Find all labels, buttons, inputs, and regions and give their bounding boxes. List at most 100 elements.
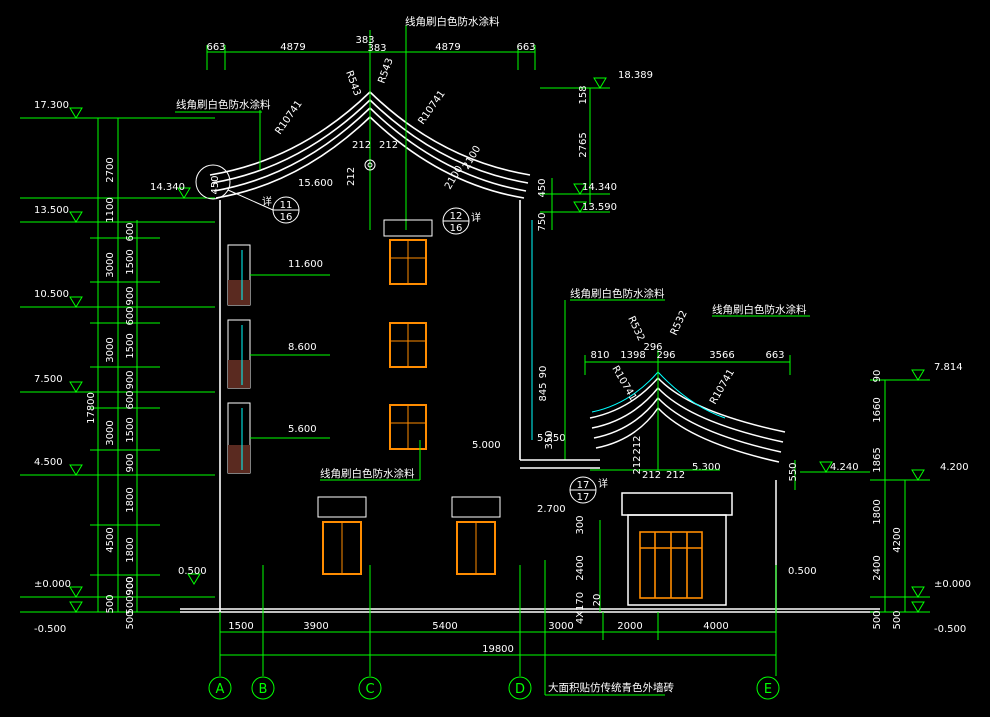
- svg-text:900: 900: [125, 286, 136, 305]
- svg-text:500: 500: [892, 610, 903, 629]
- bottom-total: 19800: [482, 644, 514, 655]
- svg-text:90: 90: [872, 370, 883, 383]
- svg-text:500: 500: [125, 595, 136, 614]
- level-7814: 7.814: [934, 362, 963, 373]
- svg-text:20: 20: [592, 594, 603, 607]
- level-17300: 17.300: [34, 100, 69, 111]
- svg-text:296: 296: [656, 350, 675, 361]
- level-2700: 2.700: [537, 504, 566, 515]
- svg-text:212: 212: [352, 140, 371, 151]
- svg-text:450: 450: [210, 175, 221, 194]
- axis-bubbles: [208, 676, 780, 700]
- svg-text:663: 663: [516, 42, 535, 53]
- level-5000: 5.000: [472, 440, 501, 451]
- annex-door: [639, 531, 703, 599]
- bottom-dim-lines: [219, 565, 777, 676]
- level-13500: 13.500: [34, 205, 69, 216]
- svg-text:1800: 1800: [125, 537, 136, 562]
- svg-text:296: 296: [643, 342, 662, 353]
- svg-text:90: 90: [538, 366, 549, 379]
- level-4240: 4.240: [830, 462, 859, 473]
- svg-text:212: 212: [379, 140, 398, 151]
- svg-text:212: 212: [632, 435, 643, 454]
- annex-dims: 845 90 350 550 212 212 212 212: [538, 366, 799, 482]
- svg-text:158: 158: [578, 85, 589, 104]
- svg-text:2400: 2400: [575, 555, 586, 580]
- svg-text:212: 212: [666, 470, 685, 481]
- svg-text:663: 663: [765, 350, 784, 361]
- svg-text:4500: 4500: [105, 527, 116, 552]
- annex-cyan-trim: [531, 220, 726, 440]
- left-inner-dims: 600 1500 900 600 1500 900 600 1500 900 1…: [125, 222, 136, 614]
- svg-text:4200: 4200: [892, 527, 903, 552]
- left-balconies: [227, 244, 330, 474]
- svg-text:900: 900: [125, 576, 136, 595]
- misc-dims: 900 500: [125, 576, 136, 629]
- svg-text:3900: 3900: [303, 621, 328, 632]
- svg-text:3000: 3000: [105, 252, 116, 277]
- level-0500-right: 0.500: [788, 566, 817, 577]
- svg-text:663: 663: [206, 42, 225, 53]
- level-0000: ±0.000: [34, 579, 71, 590]
- svg-text:4X170: 4X170: [575, 592, 586, 624]
- level-4500: 4.500: [34, 457, 63, 468]
- ridge-ornament: [364, 159, 376, 171]
- left-outer-dims: 2700 1100 3000 3000 3000 4500 500 17800: [86, 157, 116, 613]
- note-facade-brick: 大面积贴仿传统青色外墙砖: [548, 681, 674, 694]
- detail-callouts: [195, 164, 597, 504]
- svg-text:16: 16: [280, 212, 293, 223]
- note-line-white-mid: 线角刷白色防水涂料: [320, 467, 415, 480]
- svg-text:1865: 1865: [872, 447, 883, 472]
- axis-d: D: [515, 682, 525, 697]
- level-10500: 10.500: [34, 289, 69, 300]
- svg-text:11: 11: [280, 200, 293, 211]
- left-dimension-chain: [20, 117, 215, 613]
- level-11600: 11.600: [288, 259, 323, 270]
- svg-text:212: 212: [642, 470, 661, 481]
- main-windows: [317, 219, 501, 575]
- left-level-labels: 17.300 13.500 10.500 7.500 4.500 ±0.000 …: [34, 100, 71, 635]
- gable-level-markers: [573, 77, 607, 213]
- svg-text:500: 500: [872, 610, 883, 629]
- right-level-labels: 7.814 4.200 ±0.000 -0.500: [934, 362, 971, 635]
- svg-text:1800: 1800: [872, 499, 883, 524]
- svg-text:1660: 1660: [872, 397, 883, 422]
- level-7500: 7.500: [34, 374, 63, 385]
- svg-text:2100: 2100: [443, 164, 465, 192]
- gable-dims: 158 2765 450 450 750 212 212 212 2100 21…: [210, 85, 589, 231]
- right-level-markers: [819, 369, 925, 613]
- note-line-white-top: 线角刷白色防水涂料: [405, 15, 500, 28]
- svg-text:900: 900: [125, 370, 136, 389]
- detail-callout-labels: 11 16 详 12 16 详 17 17 详: [262, 195, 608, 503]
- svg-text:R543: R543: [343, 69, 362, 97]
- axis-e: E: [764, 682, 772, 697]
- level-14340-left: 14.340: [150, 182, 185, 193]
- right-dims: 90 1660 1865 1800 2400 500 4200 500: [872, 370, 903, 630]
- door-dims: 300 2400 20 4X170: [575, 515, 603, 624]
- svg-text:R10741: R10741: [416, 89, 447, 127]
- svg-text:详: 详: [598, 477, 608, 490]
- svg-text:R10741: R10741: [609, 364, 638, 403]
- svg-text:12: 12: [450, 211, 463, 222]
- svg-text:详: 详: [471, 211, 481, 224]
- level-15600: 15.600: [298, 178, 333, 189]
- svg-text:3000: 3000: [548, 621, 573, 632]
- svg-text:212: 212: [346, 167, 357, 186]
- svg-text:3000: 3000: [105, 420, 116, 445]
- svg-text:4000: 4000: [703, 621, 728, 632]
- axis-b: B: [259, 682, 268, 697]
- svg-text:450: 450: [537, 178, 548, 197]
- level-5250: 5.250: [537, 433, 566, 444]
- svg-text:810: 810: [590, 350, 609, 361]
- svg-text:383: 383: [367, 43, 386, 54]
- axis-labels: A B C D E: [216, 682, 773, 697]
- level-5300: 5.300: [692, 462, 721, 473]
- level-18389: 18.389: [618, 70, 653, 81]
- svg-text:600: 600: [125, 390, 136, 409]
- annex-outline: [520, 376, 786, 612]
- svg-text:1500: 1500: [125, 417, 136, 442]
- svg-text:550: 550: [788, 462, 799, 481]
- svg-text:600: 600: [125, 222, 136, 241]
